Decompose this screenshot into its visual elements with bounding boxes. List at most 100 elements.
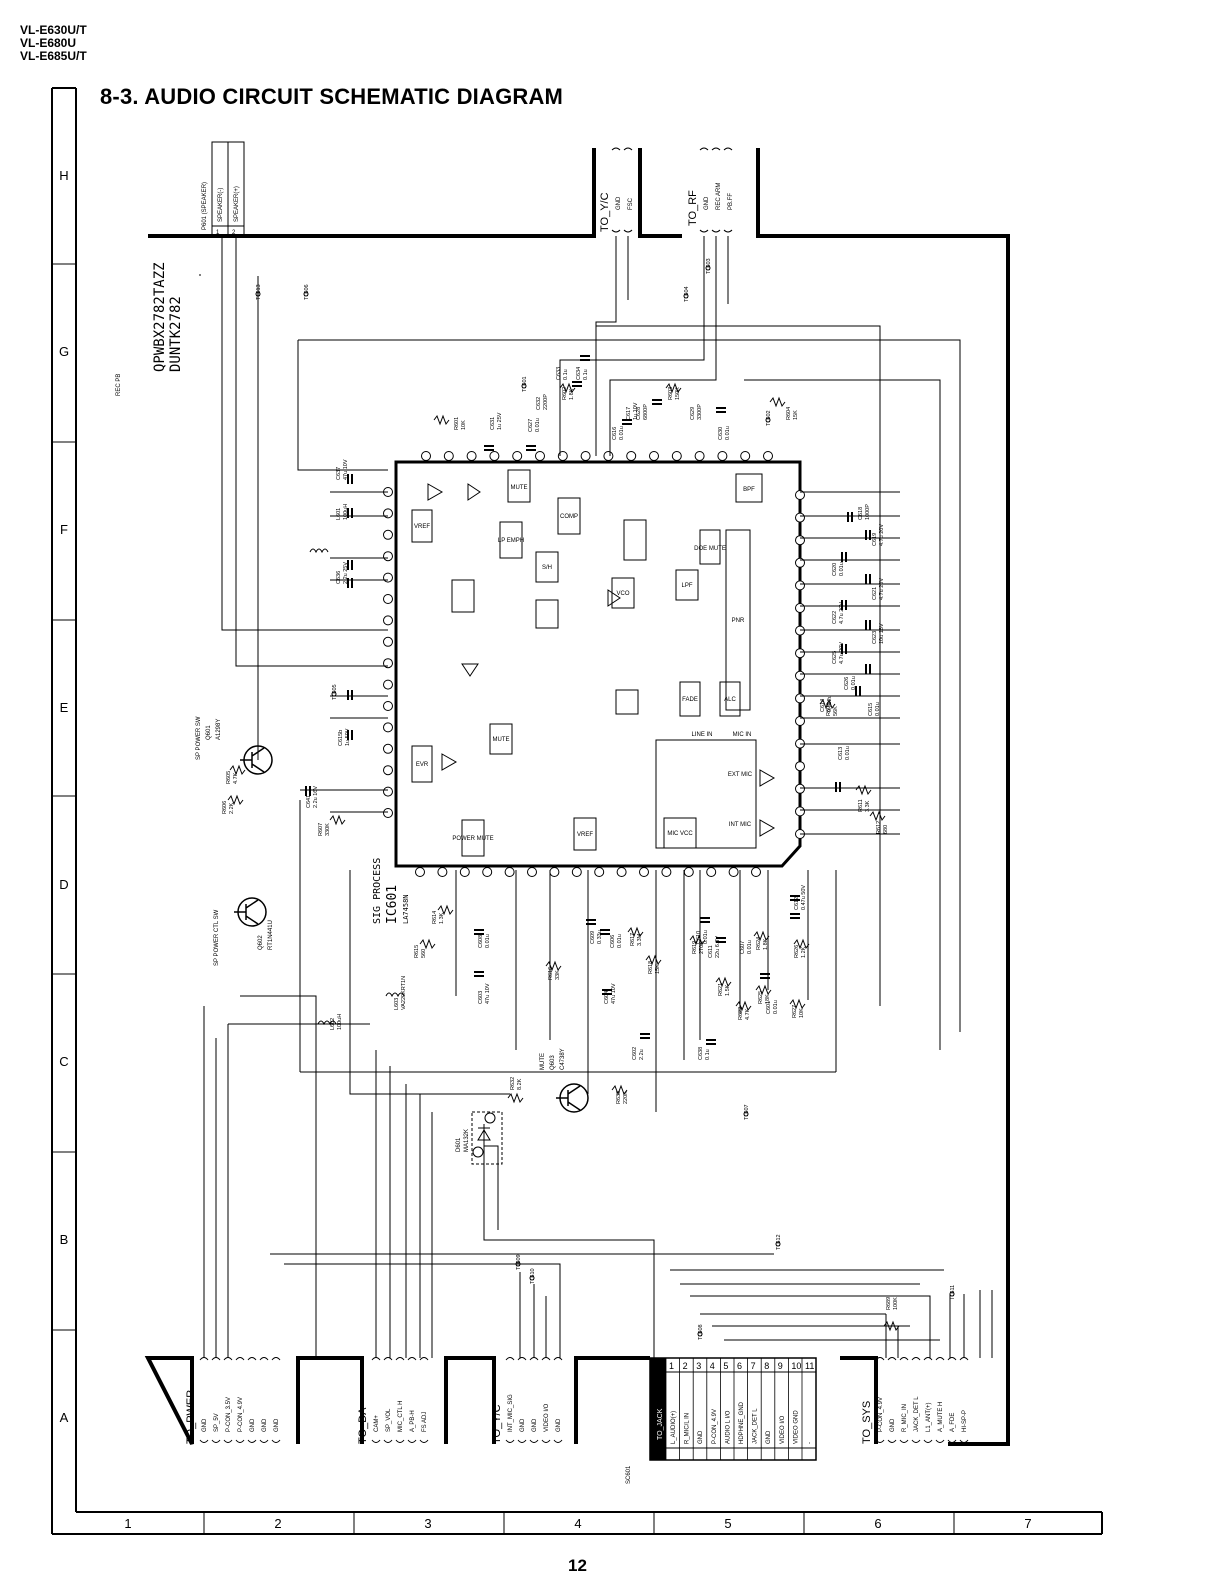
ic-pin [383,743,393,754]
component-value: 2.2u 16V [313,786,319,808]
bottom-connector-pin: GND [556,1418,562,1432]
ic-pin [383,636,393,647]
top-connector-pins [611,147,733,233]
page-number: 12 [568,1556,587,1575]
component-ref: C607 [740,941,746,954]
jack-pin-label: - [807,1442,813,1444]
component-value: 0.33u [597,930,603,944]
ic-pin [557,451,568,461]
component-value: 56K [833,706,839,716]
component-ref: R605 [226,771,232,784]
component-ref: R608 [826,703,832,716]
component-value: 330K [325,823,331,836]
component-value: 22u 6.3V [715,936,721,958]
ic-pin [795,557,805,568]
component-ref: R616 [548,967,554,980]
component-ref: C636 [336,571,342,584]
bottom-connector-pin: P-CON_4.9V [878,1397,884,1432]
ic-pin [383,615,393,626]
component-ref: R689 [886,1297,892,1310]
test-point: TL603 [705,258,712,274]
zone-col-6: 6 [874,1516,881,1531]
component-value: 10K [461,420,467,430]
ic-block-labels: MUTE COMP VREF LP EMPH S/H VCO LPF PNR F… [414,485,755,842]
ic-pin [383,551,393,562]
component-value: 0.1u [705,1049,711,1060]
zone-row-G: G [59,344,69,359]
block-lp-emph: LP EMPH [498,538,524,544]
ic-pin [649,451,659,461]
ic-pin [795,670,805,681]
ic-pin [751,867,761,877]
ic-pin [795,580,805,591]
component-ref: C608 [478,935,484,948]
component-value: 1.3K [439,912,445,924]
ic-pin [383,508,393,519]
component-value: 0.01u [845,746,851,760]
bottom-connector-pin: A_PB-H [410,1410,416,1432]
ic-pin [683,867,694,877]
component-ref: C609 [590,931,596,944]
component-ref: R614 [432,911,438,924]
block-alc: ALC [724,697,736,703]
model-2: VL-E680U [20,36,77,50]
ic-pin [549,867,560,877]
component-ref: C633 [556,367,562,380]
component-ref: R602 [562,387,568,400]
ic601-pins [383,451,805,877]
q602-part: RT1N441U [268,920,274,950]
component-ref: R622 [738,1007,744,1020]
ic-pin [383,786,393,797]
component-value: 0.01u [617,934,623,948]
ic-pin [594,867,605,877]
jack-pin-cells: 1L_AUDIO(+)2R_MIC/L IN3GND4P-CON_4.9V5AU… [665,1358,814,1460]
component-ref: R601 [454,417,460,430]
ic-pin [728,867,739,877]
q603-note: MUTE [540,1053,546,1070]
component-ref: C616 [612,427,618,440]
component-value: 4.7K [745,1008,751,1020]
zone-row-D: D [59,877,68,892]
ic-pin [383,572,393,583]
top-connector-labels: TO_Y/C GND FSC TO_RF GND REC ARM PB.FF [599,183,734,232]
test-point: TL609 [515,1254,522,1270]
component-ref: R604 [786,407,792,420]
component-value: 0.01u [851,676,857,690]
component-value: 47u 10V [611,983,617,1004]
component-value: 0.01u [747,940,753,954]
jack-name: TO_JACK [657,1408,664,1440]
component-ref: C622 [832,611,838,624]
component-ref: L602 [330,1018,336,1030]
component-value: 2.2u 25V [343,562,349,584]
test-point: TL612 [775,1234,782,1250]
ic-pin [671,451,682,461]
q601-note: SP POWER SW [196,716,202,760]
component-value: 18K [765,994,771,1004]
block-evr: EVR [416,762,429,768]
block-mute-1: MUTE [511,485,528,491]
ic-pin [661,867,672,877]
component-ref: C628 [636,407,642,420]
component-value: 1.8K [763,938,769,950]
component-ref: C615b [338,730,344,746]
component-value: 15K [655,964,661,974]
ic-pin [383,594,393,604]
